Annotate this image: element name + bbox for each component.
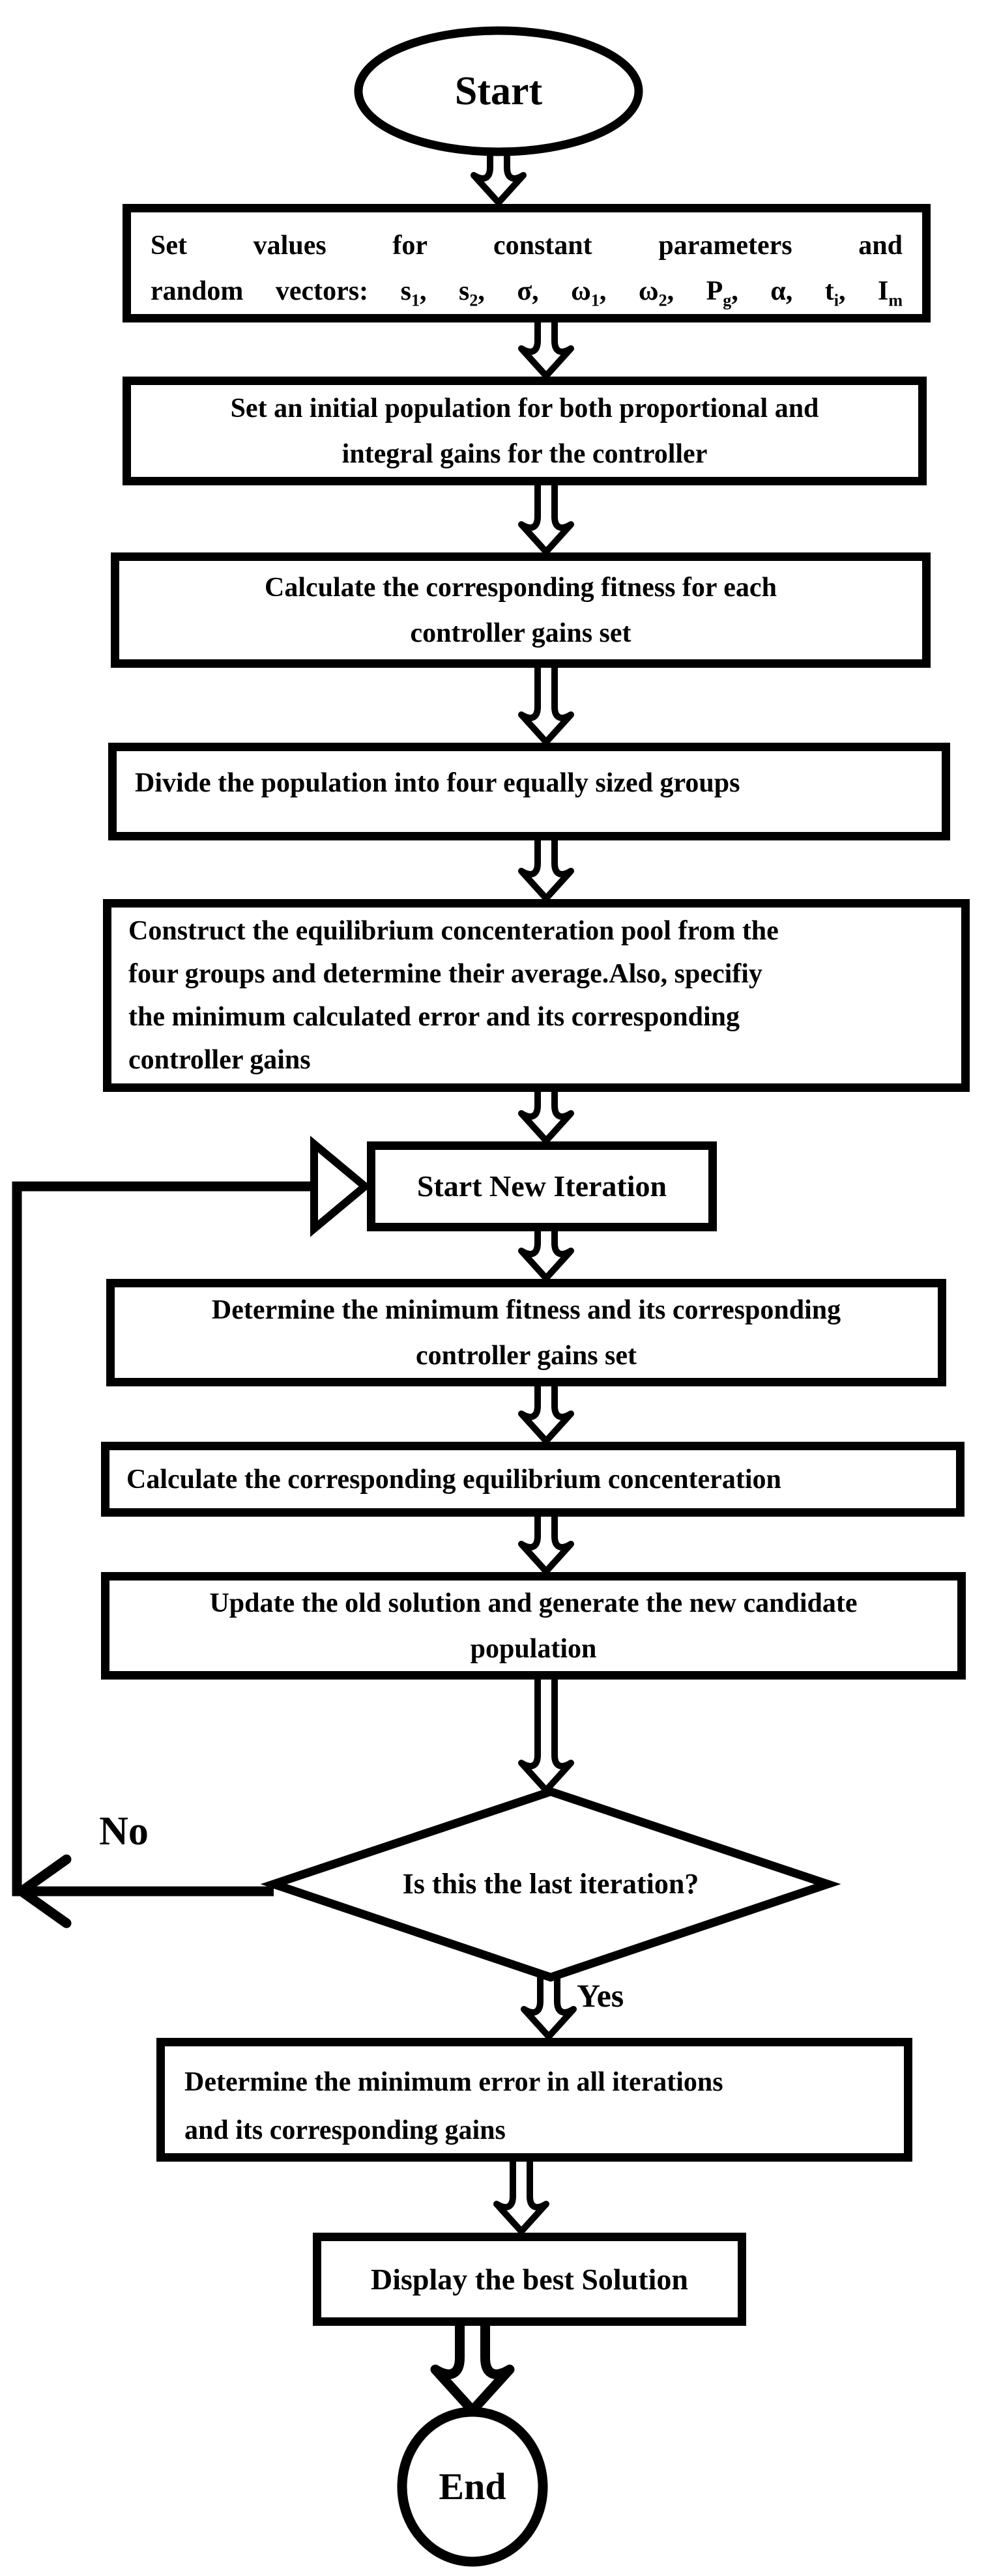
flow-arrow	[521, 1971, 577, 2040]
process-box-display-best: Display the best Solution	[313, 2233, 746, 2326]
flow-arrow	[518, 478, 574, 555]
flow-arrow	[518, 1224, 574, 1281]
flow-arrow	[518, 315, 574, 379]
flow-arrow	[518, 833, 574, 902]
decision-diamond	[260, 1787, 841, 1982]
minimum-fitness-text: Determine the minimum fitness and its co…	[211, 1295, 841, 1371]
construct-pool-text: Construct the equilibrium concenteration…	[128, 916, 779, 1075]
flow-arrow	[518, 1510, 574, 1575]
process-box-calculate-fitness: Calculate the corresponding fitness for …	[111, 552, 931, 668]
loop-connector-line	[12, 1181, 314, 1896]
start-label: Start	[454, 69, 543, 113]
process-box-calculate-equilibrium: Calculate the corresponding equilibrium …	[101, 1442, 964, 1517]
flow-arrow	[430, 2317, 515, 2416]
divide-population-text: Divide the population into four equally …	[135, 768, 740, 798]
decision-label: Is this the last iteration?	[402, 1868, 699, 1900]
calculate-fitness-text: Calculate the corresponding fitness for …	[265, 572, 777, 648]
start-new-iteration-text: Start New Iteration	[416, 1169, 667, 1203]
loop-arrowhead-icon	[310, 1136, 371, 1237]
process-box-minimum-fitness: Determine the minimum fitness and its co…	[106, 1279, 946, 1386]
flow-arrow	[518, 661, 574, 745]
process-box-set-parameters: Set values for constant parameters and r…	[123, 204, 931, 322]
flow-arrow	[518, 1672, 574, 1794]
calculate-equilibrium-text: Calculate the corresponding equilibrium …	[126, 1464, 781, 1495]
flow-arrow	[518, 1379, 574, 1444]
minimum-error-text: Determine the minimum error in all itera…	[184, 2067, 723, 2145]
process-box-minimum-error: Determine the minimum error in all itera…	[156, 2038, 912, 2162]
process-box-start-new-iteration: Start New Iteration	[367, 1141, 717, 1231]
process-box-initial-population: Set an initial population for both propo…	[123, 377, 927, 485]
process-box-divide-population: Divide the population into four equally …	[108, 743, 950, 840]
process-box-update-solution: Update the old solution and generate the…	[101, 1572, 966, 1680]
display-best-text: Display the best Solution	[371, 2262, 688, 2296]
yes-branch-label: Yes	[577, 1977, 624, 2014]
initial-population-text: Set an initial population for both propo…	[230, 393, 819, 469]
end-ellipse	[397, 2407, 548, 2567]
no-arrowhead-icon	[16, 1854, 72, 1928]
flow-arrow	[493, 2154, 549, 2235]
flow-arrow	[471, 150, 527, 206]
flow-arrow	[518, 1085, 574, 1144]
start-ellipse	[354, 26, 643, 156]
set-parameters-line2: random vectors: s1, s2, σ, ω1, ω2, Pg, α…	[151, 276, 903, 310]
update-solution-text: Update the old solution and generate the…	[209, 1588, 858, 1664]
set-parameters-line1: Set values for constant parameters and	[151, 231, 903, 261]
no-branch-label: No	[99, 1809, 149, 1853]
end-label: End	[439, 2465, 506, 2508]
process-box-construct-pool: Construct the equilibrium concenteration…	[103, 899, 970, 1092]
